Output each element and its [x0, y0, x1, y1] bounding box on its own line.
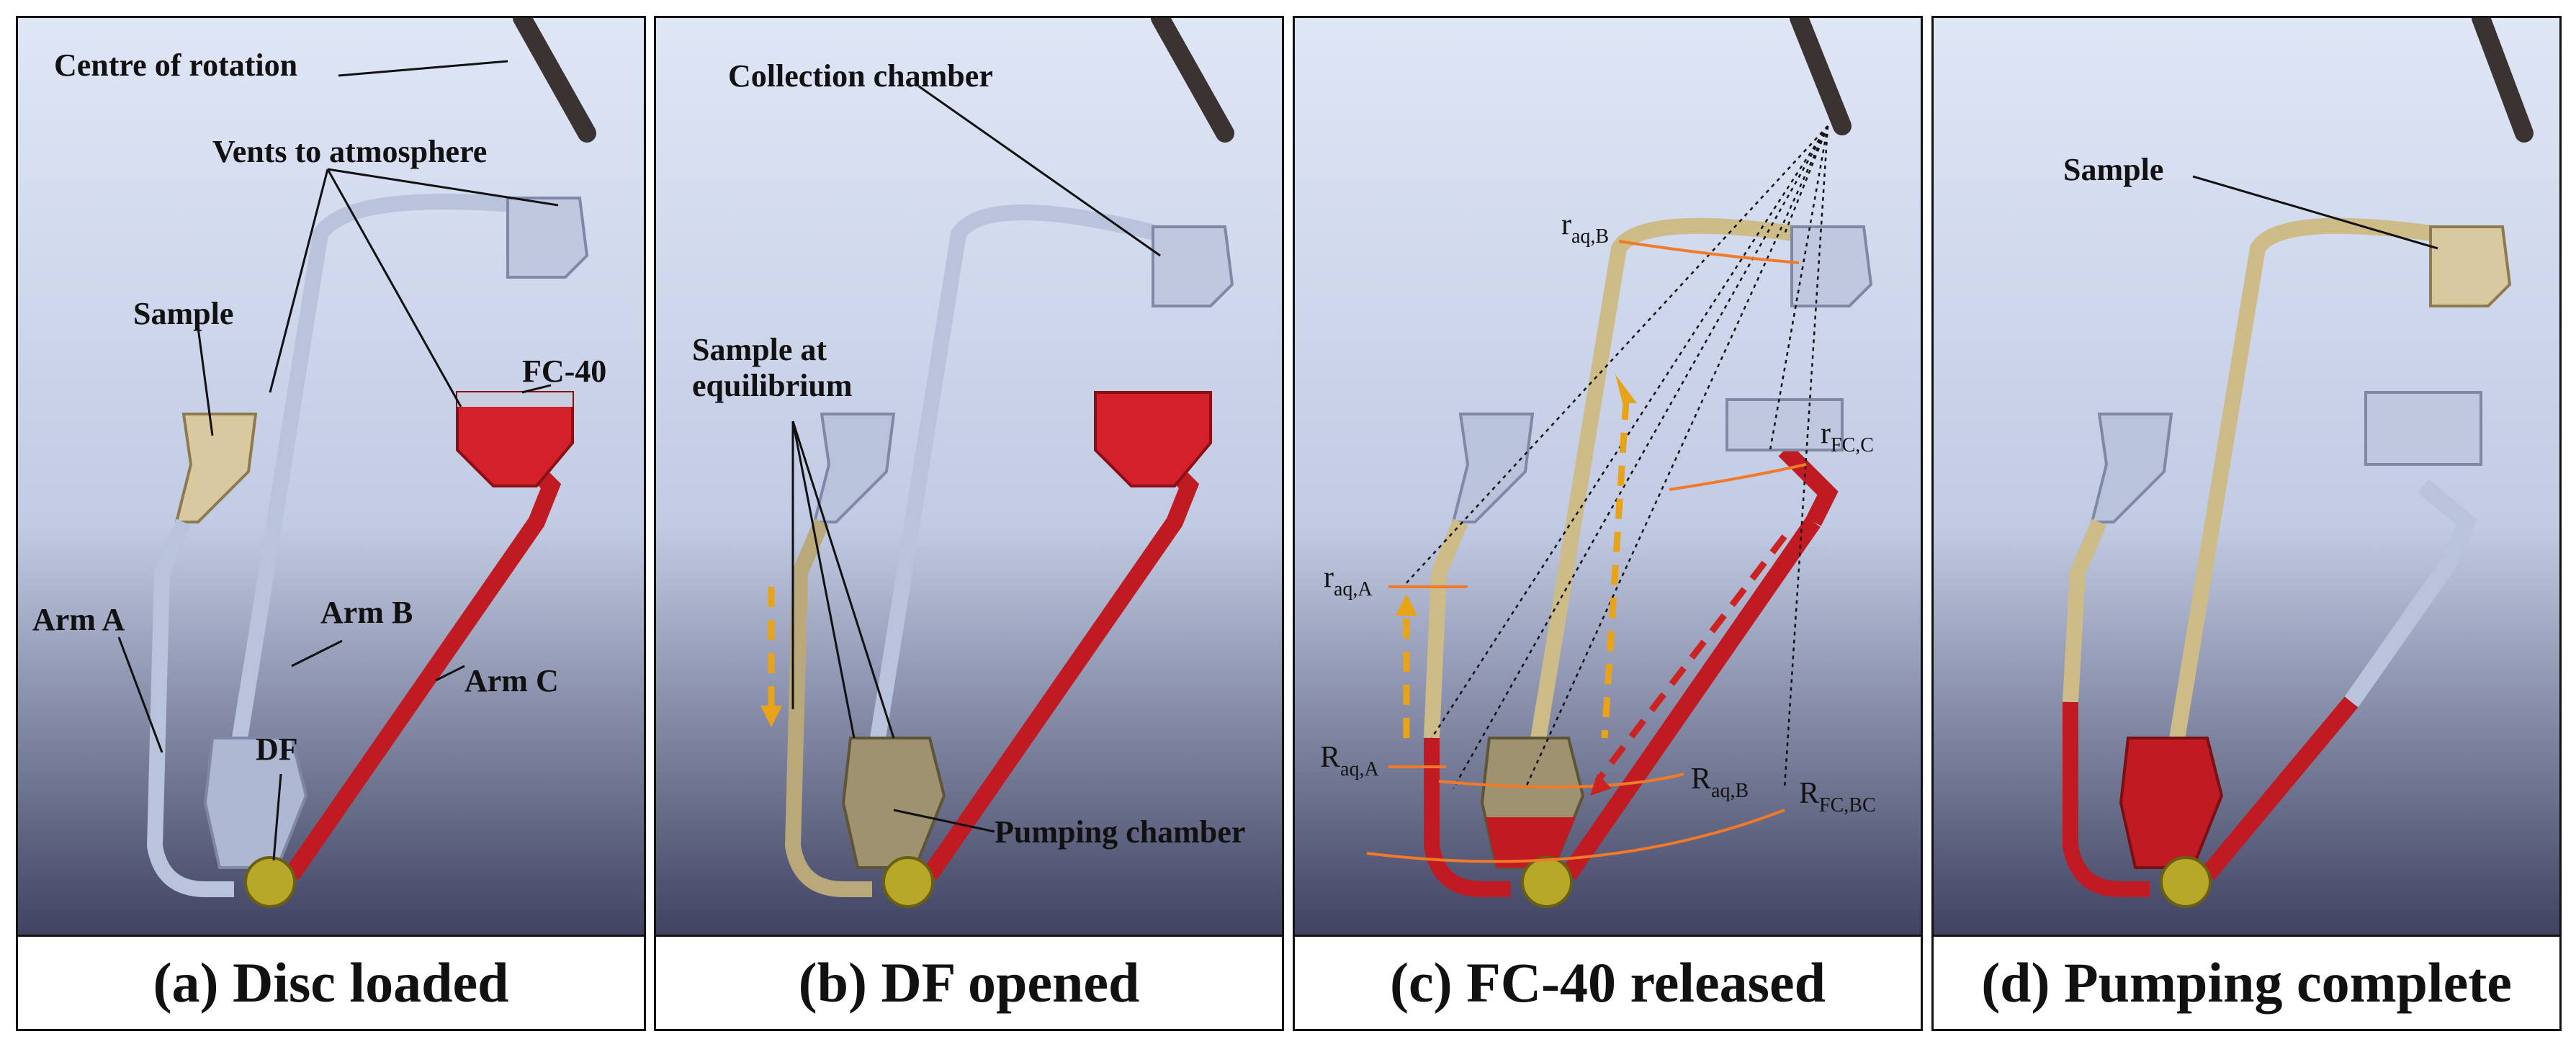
- df-valve: [244, 856, 296, 908]
- sample-chamber-empty: [1451, 413, 1535, 523]
- radius-lines: [1402, 125, 1829, 789]
- caption-panel-b: (b) DF opened: [656, 935, 1282, 1029]
- panel-b: Collection chamber Sample at equilibrium…: [654, 16, 1284, 1031]
- panel-d: Sample (d) Pumping complete: [1931, 16, 2562, 1031]
- sample-chamber-empty: [2090, 413, 2173, 523]
- fc40-chamber-empty: [2364, 391, 2482, 466]
- panel-a-illustration: Centre of rotation Vents to atmosphere S…: [18, 18, 644, 940]
- collection-chamber-full: [2429, 225, 2512, 307]
- collection-chamber: [506, 197, 589, 279]
- rotation-shaft: [1151, 18, 1234, 143]
- label-arm-b: Arm B: [320, 595, 413, 630]
- label-R-aq-a: Raq,A: [1320, 741, 1379, 781]
- label-arm-a: Arm A: [32, 602, 125, 637]
- caption-panel-d: (d) Pumping complete: [1934, 935, 2559, 1029]
- label-arm-c: Arm C: [465, 663, 559, 698]
- label-fc40: FC-40: [522, 354, 606, 389]
- label-sample: Sample: [2063, 152, 2163, 187]
- df-valve: [1521, 856, 1573, 908]
- label-R-fc-bc: RFC,BC: [1799, 777, 1876, 817]
- label-collection-chamber: Collection chamber: [728, 58, 993, 94]
- panel-b-illustration: Collection chamber Sample at equilibrium…: [656, 18, 1282, 940]
- label-sample-at-equilibrium-1: Sample at: [692, 332, 827, 367]
- fc40-chamber: [1094, 391, 1212, 487]
- label-sample: Sample: [133, 296, 233, 331]
- df-valve: [2160, 856, 2212, 908]
- panel-d-illustration: Sample: [1934, 18, 2559, 940]
- fc40-chamber-empty: [1725, 398, 1844, 451]
- radius-arcs: [1366, 240, 1807, 863]
- sample-chamber: [174, 413, 258, 523]
- label-r-fc-c: rFC,C: [1821, 417, 1874, 456]
- caption-panel-c: (c) FC-40 released: [1295, 935, 1921, 1029]
- panel-c: raq,B rFC,C raq,A Raq,A Raq,B RFC,BC (c)…: [1293, 16, 1923, 1031]
- label-R-aq-b: Raq,B: [1691, 763, 1749, 802]
- df-valve: [882, 856, 934, 908]
- collection-chamber: [1790, 225, 1873, 307]
- rotation-shaft: [1790, 18, 1852, 135]
- caption-panel-a: (a) Disc loaded: [18, 935, 644, 1029]
- rotation-shaft: [513, 18, 596, 143]
- panel-a: Centre of rotation Vents to atmosphere S…: [16, 16, 646, 1031]
- label-pumping-chamber: Pumping chamber: [995, 814, 1245, 850]
- label-df: DF: [256, 732, 298, 767]
- label-r-aq-b: raq,B: [1561, 208, 1609, 248]
- collection-chamber: [1152, 225, 1234, 307]
- panel-c-illustration: raq,B rFC,C raq,A Raq,A Raq,B RFC,BC: [1295, 18, 1921, 940]
- label-r-aq-a: raq,A: [1324, 561, 1373, 601]
- rotation-shaft: [2472, 18, 2534, 143]
- sample-chamber-empty: [812, 413, 896, 523]
- label-sample-at-equilibrium-2: equilibrium: [692, 368, 853, 403]
- arrow-fc40-flow: [1594, 534, 1787, 783]
- label-centre-of-rotation: Centre of rotation: [54, 48, 297, 83]
- arrow-arm-b-flow: [1601, 399, 1630, 739]
- label-vents-to-atmosphere: Vents to atmosphere: [212, 134, 487, 169]
